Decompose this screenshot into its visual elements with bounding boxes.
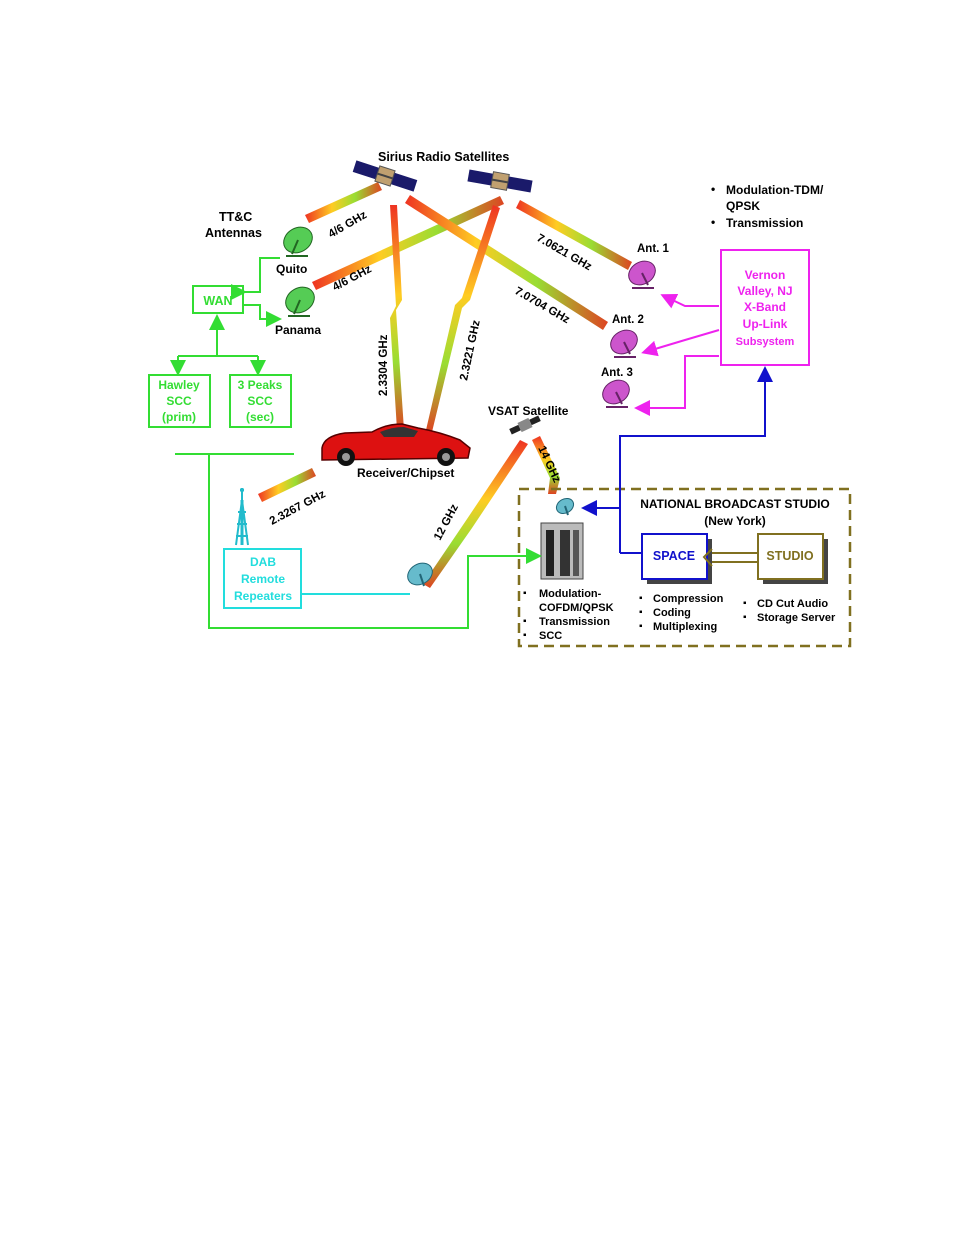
- ttc-label-line1: TT&C: [219, 210, 252, 224]
- freq-14: 14 GHz: [535, 444, 562, 485]
- studio-bullet2: Storage Server: [757, 612, 836, 624]
- studio-outline: [517, 487, 852, 648]
- dish-antenna-icon: [555, 497, 575, 516]
- studio-bullet-dot2: ▪: [743, 612, 747, 623]
- building-bullet1-cont: COFDM/QPSK: [539, 602, 614, 614]
- peaks-line2: SCC: [247, 394, 273, 408]
- uplink-bullet-dot2: •: [711, 215, 715, 229]
- vernon-line3: X-Band: [744, 300, 786, 314]
- rf-beams: [258, 182, 632, 588]
- hawley-line2: SCC: [166, 394, 192, 408]
- studio-bullet-dot1: ▪: [743, 598, 747, 609]
- labels: Sirius Radio Satellites TT&C Antennas Qu…: [158, 150, 836, 642]
- wan-to-quito: [231, 257, 280, 300]
- ttc-label-line2: Antennas: [205, 226, 262, 240]
- uplink-bullet1-cont: QPSK: [726, 199, 760, 213]
- studio-bullet1: CD Cut Audio: [757, 598, 828, 610]
- beam-14ghz: [532, 436, 560, 494]
- beam-panama: [312, 196, 504, 290]
- dish-antenna-icon: [628, 260, 656, 289]
- hawley-line3: (prim): [162, 410, 196, 424]
- space-to-vernon: [619, 366, 773, 553]
- studio-label: STUDIO: [766, 549, 814, 563]
- panama-label: Panama: [275, 323, 321, 337]
- uplink-bullet1: Modulation-TDM/: [726, 183, 824, 197]
- dab-line1: DAB: [250, 555, 276, 569]
- beam-car-1: [390, 205, 404, 430]
- dab-line3: Repeaters: [234, 589, 292, 603]
- uplink-bullet2: Transmission: [726, 216, 803, 230]
- scc-to-building: [208, 454, 542, 629]
- beam-ant1: [516, 200, 632, 270]
- building-icon: [540, 522, 584, 580]
- vernon-to-ant3: [634, 355, 719, 416]
- vernon-to-ant2: [641, 329, 720, 357]
- wan-to-panama: [243, 304, 282, 327]
- dish-antenna-icon: [602, 379, 630, 408]
- dish-antenna-icon: [407, 562, 433, 587]
- building-bullet-dot2: ▪: [523, 616, 527, 627]
- vsat-label: VSAT Satellite: [488, 404, 569, 418]
- space-label: SPACE: [653, 549, 695, 563]
- tower-icon: [235, 488, 249, 546]
- beam-ant2: [405, 195, 608, 330]
- receiver-label: Receiver/Chipset: [357, 466, 454, 480]
- hawley-line1: Hawley: [158, 378, 200, 392]
- dish-antenna-icon: [283, 226, 313, 257]
- vernon-to-ant1: [660, 293, 719, 309]
- building-bullet2: Transmission: [539, 616, 610, 628]
- peaks-line1: 3 Peaks: [238, 378, 283, 392]
- wan-label: WAN: [203, 294, 232, 308]
- satellite-icon: [352, 160, 418, 192]
- beam-12ghz: [423, 440, 528, 588]
- quito-label: Quito: [276, 262, 307, 276]
- studio-title: NATIONAL BROADCAST STUDIO: [640, 497, 830, 511]
- ant1-label: Ant. 1: [637, 243, 670, 255]
- vsat-satellite-icon: [509, 415, 541, 435]
- freq-23304: 2.3304 GHz: [378, 334, 390, 396]
- space-box: [641, 533, 708, 580]
- dish-antenna-icon: [610, 329, 638, 358]
- space-bullet3: Multiplexing: [653, 621, 717, 633]
- building-bullet3: SCC: [539, 630, 562, 642]
- studio-arrowhead: [702, 548, 713, 567]
- dish-antenna-icon: [285, 286, 315, 317]
- satellite-icon: [467, 169, 533, 193]
- studio-to-space: [712, 552, 758, 563]
- car-icon: [321, 423, 471, 466]
- space-bullet-dot1: ▪: [639, 593, 643, 604]
- vernon-line5: Subsystem: [736, 336, 795, 348]
- ant2-label: Ant. 2: [612, 314, 644, 326]
- freq-70704: 7.0704 GHz: [513, 285, 572, 326]
- vernon-line2: Valley, NJ: [737, 284, 792, 298]
- beam-car-2: [426, 205, 500, 432]
- beam-quito: [305, 182, 382, 223]
- space-bullet-dot2: ▪: [639, 607, 643, 618]
- building-bullet-dot1: ▪: [523, 588, 527, 599]
- space-bullet-dot3: ▪: [639, 621, 643, 632]
- space-bullet2: Coding: [653, 607, 691, 619]
- freq-46-quito: 4/6 GHz: [327, 209, 370, 241]
- dab-box: [223, 548, 302, 609]
- studio-subtitle: (New York): [704, 514, 766, 528]
- vernon-line4: Up-Link: [743, 317, 788, 331]
- beam-repeater: [258, 468, 316, 502]
- ant3-label: Ant. 3: [601, 367, 633, 379]
- vernon-line1: Vernon: [745, 268, 786, 282]
- peaks-line3: (sec): [246, 410, 274, 424]
- building-bullet1: Modulation-: [539, 588, 602, 600]
- vernon-box: [720, 249, 810, 366]
- hawley-box: [148, 374, 211, 428]
- building-bullet-dot3: ▪: [523, 630, 527, 641]
- space-bullet1: Compression: [653, 593, 724, 605]
- studio-box: [757, 533, 824, 580]
- satellites-title: Sirius Radio Satellites: [378, 150, 509, 164]
- uplink-bullet-dot1: •: [711, 182, 715, 196]
- freq-23221: 2.3221 GHz: [458, 319, 483, 382]
- connectors: [170, 257, 773, 629]
- dab-line2: Remote: [241, 572, 285, 586]
